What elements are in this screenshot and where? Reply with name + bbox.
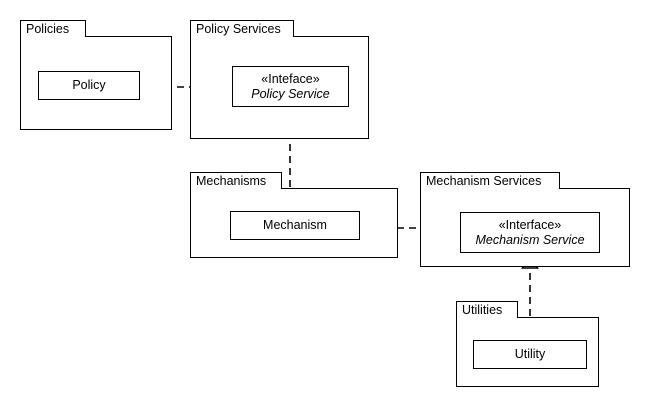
stereotype-mechanism-service: «Interface»: [498, 218, 562, 233]
class-name-utility: Utility: [514, 347, 546, 362]
package-tab-policy-services: Policy Services: [190, 20, 294, 37]
interface-box-policy-service[interactable]: «Inteface» Policy Service: [232, 66, 349, 107]
interface-name-policy-service: Policy Service: [251, 86, 330, 101]
package-label-policy-services: Policy Services: [196, 21, 281, 36]
package-label-utilities: Utilities: [462, 302, 503, 317]
class-box-policy[interactable]: Policy: [38, 71, 140, 100]
package-label-policies: Policies: [26, 21, 70, 36]
interface-name-mechanism-service: Mechanism Service: [475, 232, 585, 247]
class-box-utility[interactable]: Utility: [473, 340, 587, 369]
package-tab-policies: Policies: [20, 20, 86, 37]
package-label-mechanism-services: Mechanism Services: [426, 173, 542, 188]
package-tab-mechanism-services: Mechanism Services: [420, 172, 560, 189]
class-name-policy: Policy: [72, 78, 106, 93]
class-box-mechanism[interactable]: Mechanism: [230, 211, 360, 240]
package-tab-mechanisms: Mechanisms: [190, 172, 282, 189]
package-tab-utilities: Utilities: [456, 301, 518, 318]
class-name-mechanism: Mechanism: [263, 218, 327, 233]
interface-box-mechanism-service[interactable]: «Interface» Mechanism Service: [460, 212, 600, 253]
package-label-mechanisms: Mechanisms: [196, 173, 267, 188]
stereotype-policy-service: «Inteface»: [261, 72, 320, 87]
